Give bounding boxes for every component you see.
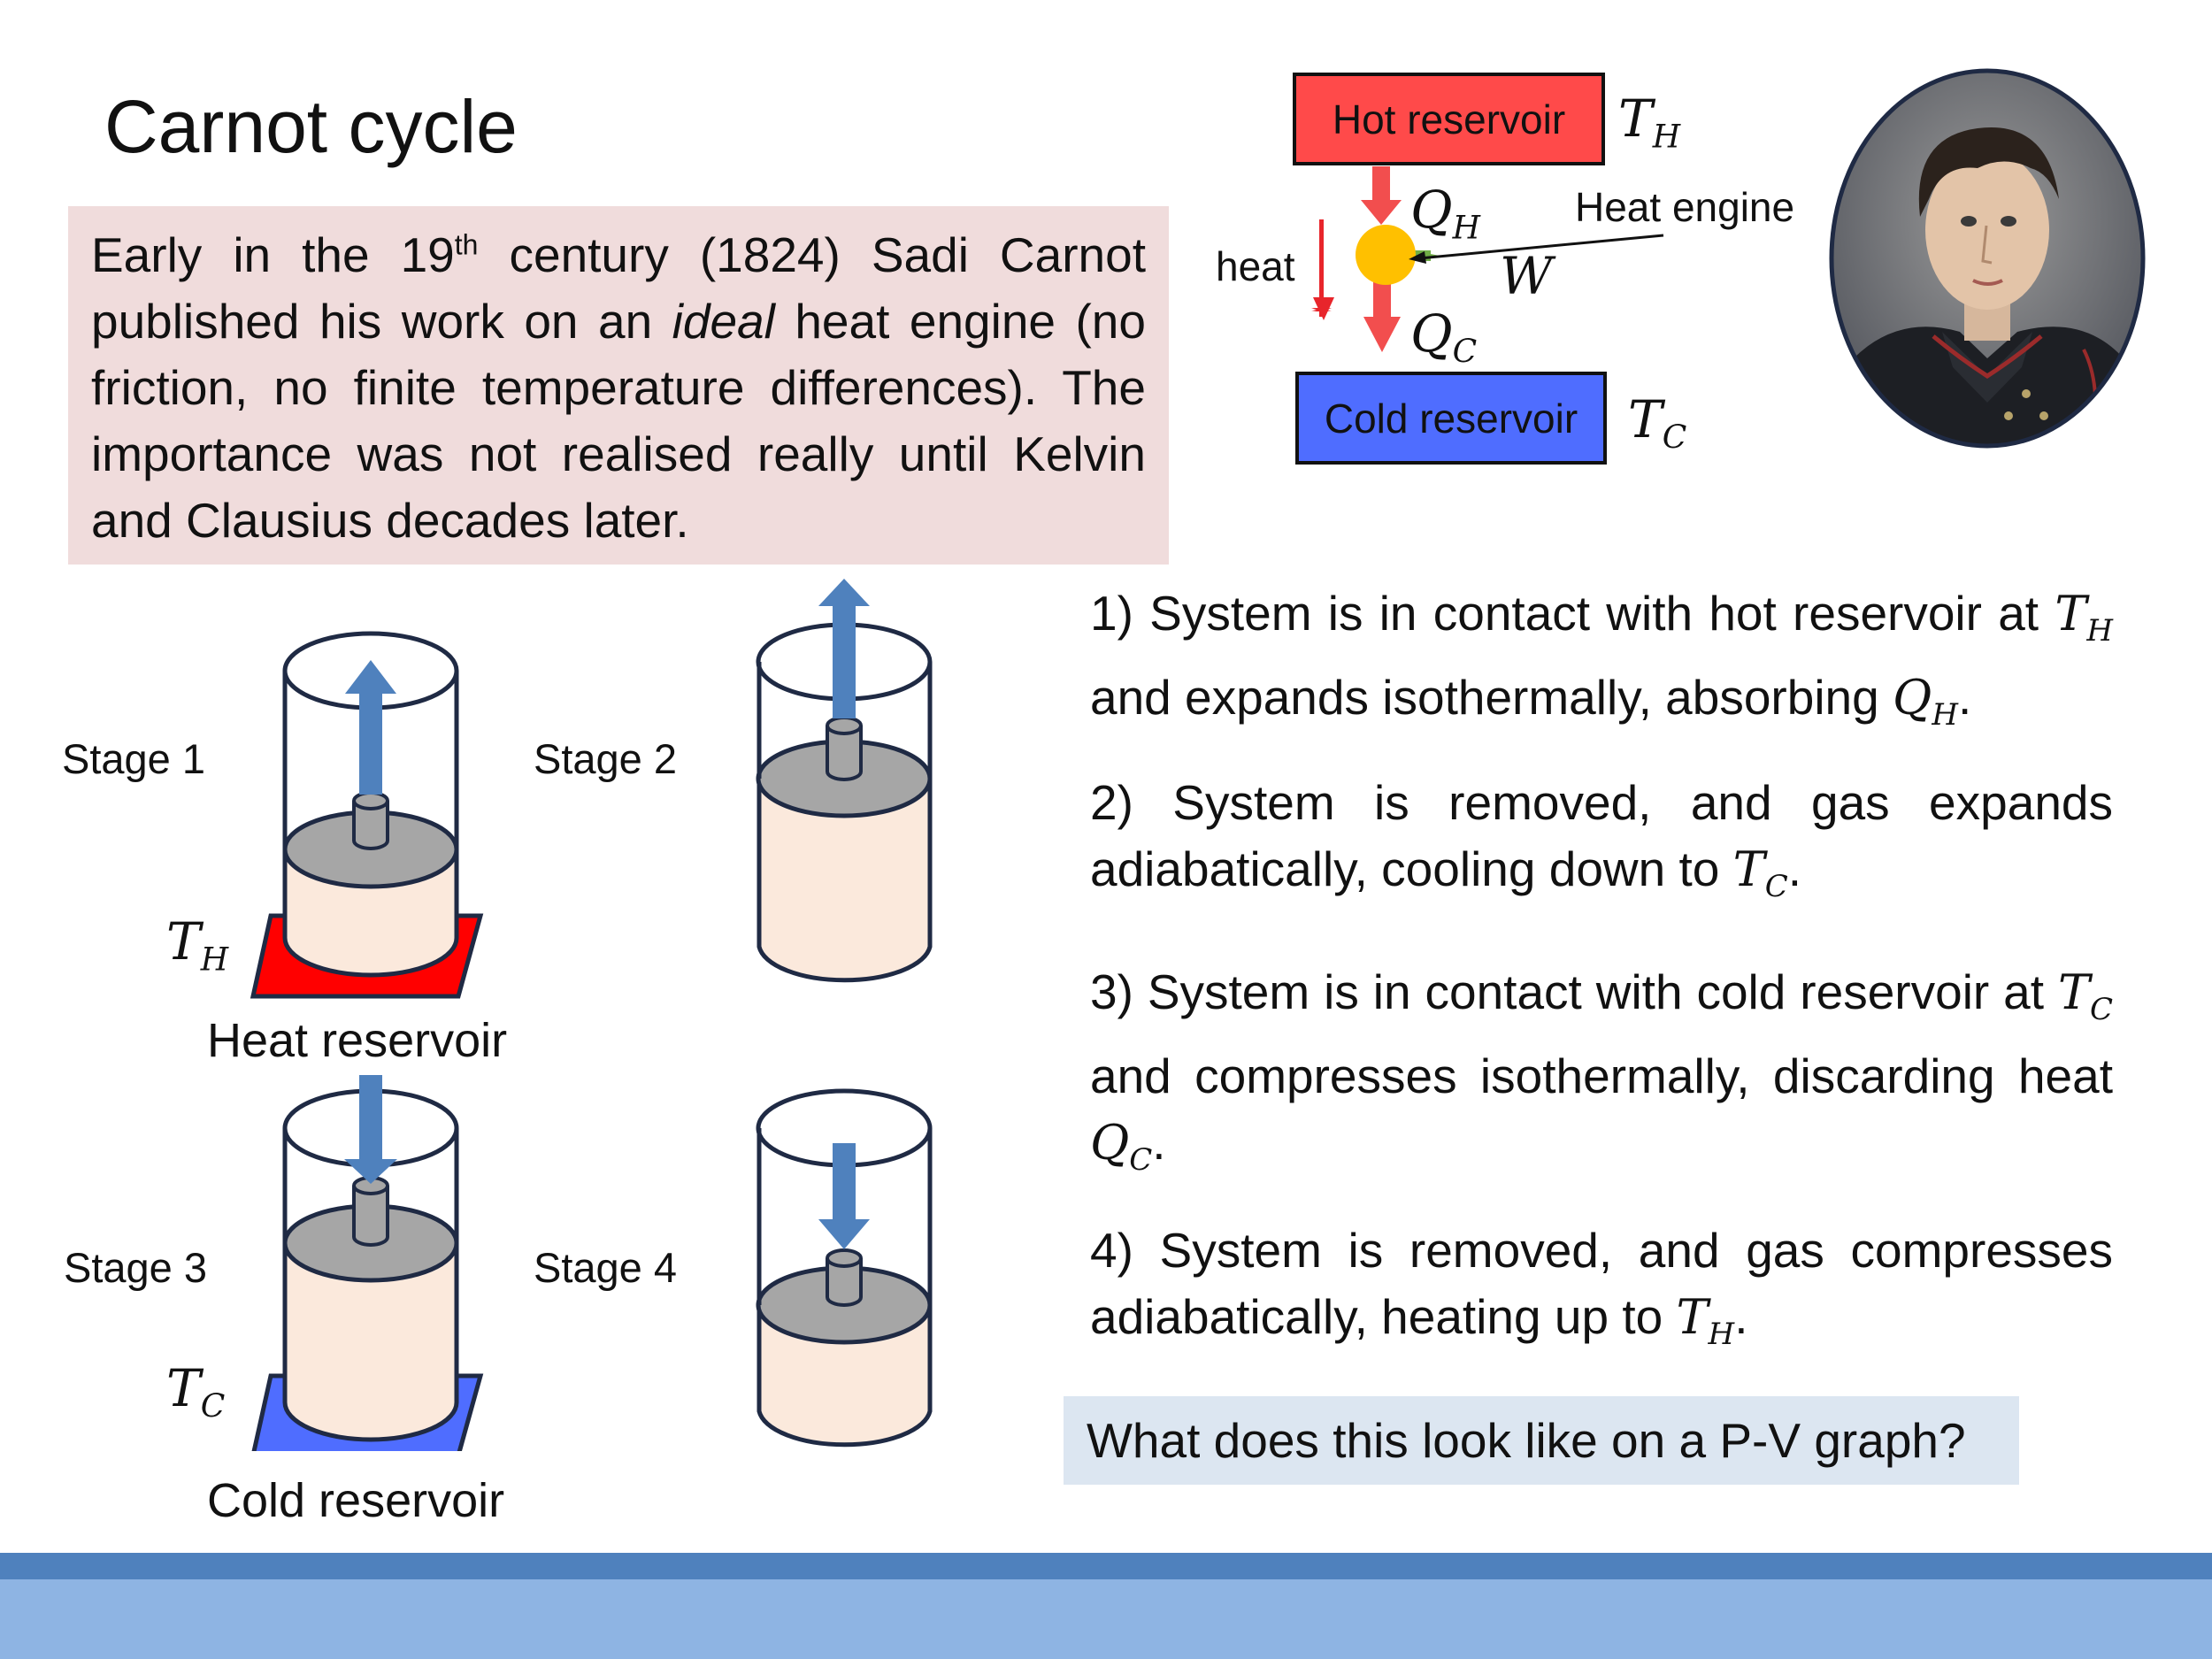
step3-qc: QC — [1090, 1114, 1152, 1178]
step2-tc-subscript: C — [1764, 868, 1788, 904]
step4-th: TH — [1676, 1289, 1735, 1352]
cold-reservoir-label: Cold reservoir — [1324, 395, 1578, 442]
step1-qh-letter: Q — [1893, 669, 1932, 726]
step-3-text: 3) System is in contact with cold reserv… — [1090, 959, 2113, 1194]
step3-qc-letter: Q — [1090, 1114, 1130, 1171]
step1-th: TH — [2055, 586, 2113, 649]
step1-qh-subscript: H — [1932, 696, 1958, 733]
intro-emphasis: ideal — [672, 294, 775, 349]
step3-tc-letter: T — [2057, 964, 2090, 1020]
stage3-label: Stage 3 — [64, 1244, 208, 1291]
heat-engine-diagram — [1311, 166, 1440, 352]
heat-reservoir-label: Heat reservoir — [207, 1014, 508, 1067]
step3-tc: TC — [2057, 964, 2113, 1027]
step2-tc: TC — [1732, 841, 1788, 904]
intro-text-box: Early in the 19th century (1824) Sadi Ca… — [68, 206, 1169, 565]
hot-temperature-symbol: TH — [1618, 88, 1680, 156]
step1-th-subscript: H — [2086, 612, 2113, 649]
intro-part2: century (1824) Sadi Carnot published his… — [91, 227, 1147, 349]
slide-title: Carnot cycle — [104, 85, 518, 168]
question-text: What does this look like on a P-V graph? — [1087, 1413, 1966, 1468]
stage1-label: Stage 1 — [62, 735, 206, 782]
stage2-cylinder — [756, 579, 933, 983]
cold-reservoir-box: Cold reservoir — [1295, 372, 1607, 465]
intro-part1: Early in the 19 — [91, 227, 455, 282]
step4-th-letter: T — [1676, 1289, 1709, 1345]
step2-part-b: . — [1787, 841, 1801, 896]
step3-part-c: . — [1152, 1114, 1166, 1170]
work-symbol: W — [1500, 246, 1553, 306]
step4-part-b: . — [1734, 1289, 1748, 1344]
pv-graph-question: What does this look like on a P-V graph? — [1064, 1396, 2019, 1485]
engine-circle — [1356, 225, 1416, 285]
stage2-label: Stage 2 — [534, 735, 678, 782]
q-cold-subscript: C — [1452, 334, 1478, 371]
heat-in-symbol: QH — [1410, 180, 1480, 247]
t-cold-letter: T — [1628, 389, 1663, 449]
step3-part-b: and compresses isothermally, discarding … — [1090, 1048, 2113, 1103]
q-hot-letter: Q — [1410, 180, 1453, 240]
stage-th-subscript: H — [200, 941, 229, 979]
step3-qc-subscript: C — [1129, 1141, 1153, 1178]
step-1-text: 1) System is in contact with hot reservo… — [1090, 580, 2113, 749]
step-2-text: 2) System is removed, and gas expands ad… — [1090, 770, 2113, 920]
t-cold-subscript: C — [1662, 419, 1687, 457]
footer-bar-light — [0, 1579, 2212, 1659]
t-hot-subscript: H — [1652, 119, 1681, 156]
stage-tc-letter: T — [166, 1358, 201, 1418]
step3-part-a: 3) System is in contact with cold reserv… — [1090, 964, 2058, 1019]
heat-engine-label: Heat engine — [1575, 184, 1795, 230]
hot-reservoir-box: Hot reservoir — [1293, 73, 1605, 165]
cold-temperature-symbol: TC — [1628, 389, 1686, 457]
heat-label: heat — [1216, 243, 1295, 289]
step3-tc-subscript: C — [2089, 991, 2113, 1027]
cold-reservoir-stage-label: Cold reservoir — [207, 1474, 505, 1527]
step1-part-a: 1) System is in contact with hot reservo… — [1090, 586, 2055, 641]
footer-bar-dark — [0, 1553, 2212, 1579]
stage3-cylinder — [282, 1075, 459, 1442]
stage-hot-temperature: TH — [166, 911, 228, 979]
step1-qh: QH — [1893, 669, 1958, 733]
heat-in-arrow — [1361, 166, 1402, 225]
q-cold-letter: Q — [1410, 303, 1453, 364]
stage-tc-subscript: C — [200, 1388, 226, 1425]
carnot-stages-diagram — [250, 579, 933, 1451]
stage4-label: Stage 4 — [534, 1244, 678, 1291]
intro-superscript: th — [454, 228, 479, 261]
step4-part-a: 4) System is removed, and gas compresses… — [1090, 1223, 2113, 1344]
hot-reservoir-label: Hot reservoir — [1332, 96, 1566, 142]
stage-cold-temperature: TC — [166, 1358, 225, 1425]
q-hot-subscript: H — [1452, 210, 1480, 247]
step1-part-c: . — [1957, 669, 1972, 725]
step2-part-a: 2) System is removed, and gas expands ad… — [1090, 775, 2113, 896]
t-hot-letter: T — [1618, 88, 1653, 149]
intro-part3: heat engine (no friction, no finite temp… — [91, 294, 1146, 548]
heat-out-symbol: QC — [1410, 303, 1477, 371]
step2-tc-letter: T — [1732, 841, 1765, 897]
engine-pointer-line — [1409, 234, 1664, 264]
step-4-text: 4) System is removed, and gas compresses… — [1090, 1217, 2113, 1368]
stage-th-letter: T — [166, 911, 201, 972]
stage4-cylinder — [756, 1088, 933, 1448]
step4-th-subscript: H — [1708, 1316, 1735, 1352]
stage1-cylinder — [282, 631, 459, 978]
step1-part-b: and expands isothermally, absorbing — [1090, 669, 1893, 725]
heat-direction-tip — [1313, 297, 1334, 320]
step1-th-letter: T — [2055, 586, 2087, 641]
sadi-carnot-portrait — [1829, 68, 2146, 449]
